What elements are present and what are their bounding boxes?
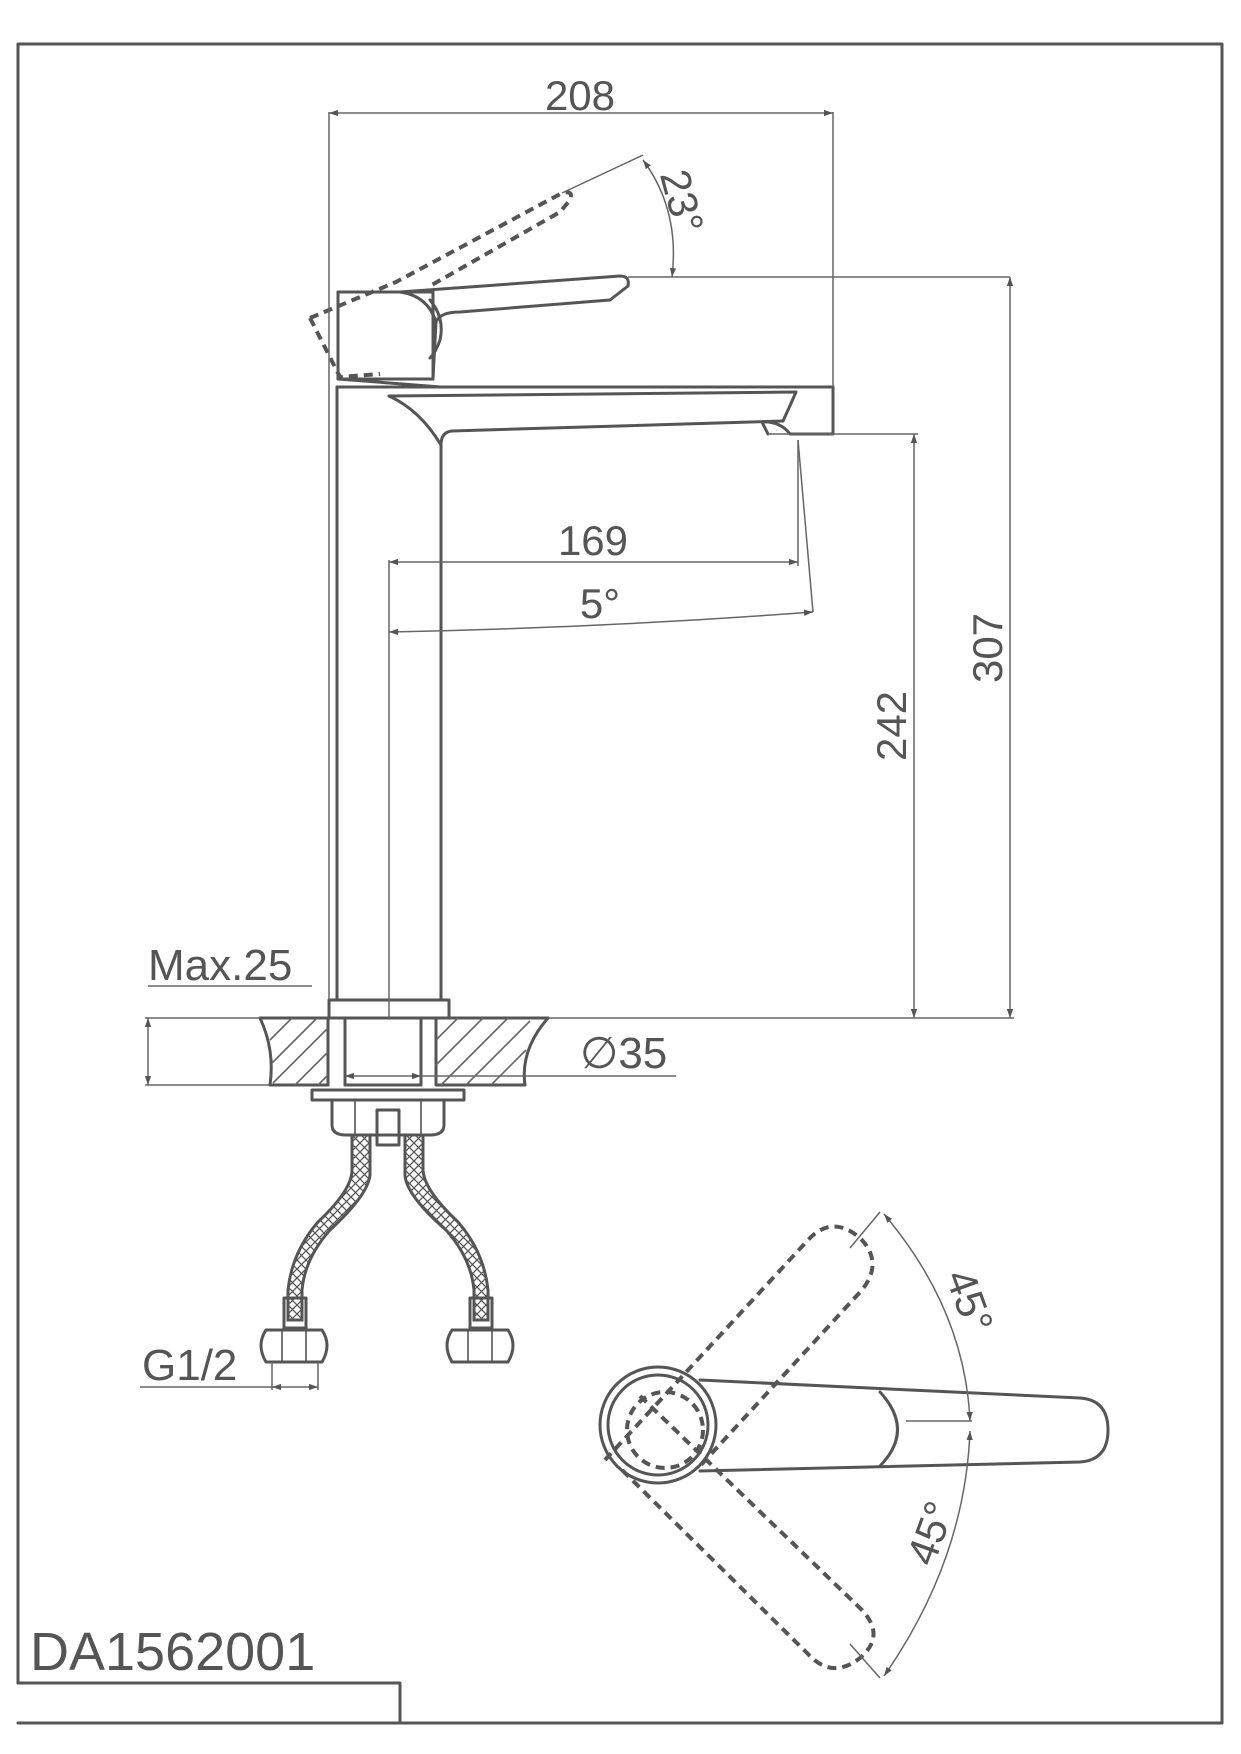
counter-right	[434, 1016, 550, 1087]
hose-right	[403, 1133, 490, 1322]
spout-curve	[387, 394, 443, 447]
top-inner-circle	[606, 1373, 710, 1477]
top-base-circle	[598, 1365, 718, 1485]
dim-length-label: 208	[545, 72, 615, 119]
dim-spout-height-label: 242	[868, 691, 915, 761]
dim-handle-angle-label: 23°	[651, 164, 713, 238]
countertop-section	[258, 1016, 550, 1147]
top-handle-edge	[878, 1390, 899, 1468]
hex-nut-left	[259, 1328, 329, 1364]
spout-inner-line	[387, 390, 798, 423]
raised-handle-outline	[309, 190, 573, 320]
dim-height-label: 307	[964, 613, 1011, 683]
top-dashed-circle	[625, 1390, 705, 1470]
ferrule-left	[282, 1296, 308, 1330]
drawing-frame	[16, 42, 1224, 1725]
dim-rotation-right-label: 45°	[897, 1495, 963, 1571]
faucet-top-view: 45° 45°	[598, 1211, 1110, 1679]
dim-max-thickness-label: Max.25	[148, 941, 292, 990]
handle-joint	[336, 377, 443, 389]
center-rod	[375, 1108, 401, 1147]
handle-base	[336, 290, 435, 381]
faucet-body	[335, 385, 785, 1002]
ferrule-right	[468, 1296, 494, 1330]
hex-nut-right	[445, 1328, 515, 1364]
handle-base-curve	[336, 290, 438, 381]
aerator	[760, 420, 770, 436]
rotated-handle-upper	[603, 1224, 875, 1468]
flexible-hoses	[259, 1133, 515, 1364]
lock-nut	[330, 1098, 446, 1137]
dim-diameter-label: ∅35	[580, 1029, 667, 1078]
title-block: DA1562001	[16, 1622, 402, 1725]
model-number: DA1562001	[30, 1622, 315, 1682]
top-handle	[698, 1378, 1110, 1473]
dim-thread-label: G1/2	[142, 1341, 237, 1390]
dim-reach-label: 169	[558, 517, 628, 564]
lever-handle	[398, 274, 630, 324]
mounting-stud	[343, 1016, 423, 1087]
rotated-handle-lower	[618, 1394, 876, 1671]
raised-handle-base	[308, 317, 381, 380]
hose-left	[286, 1133, 372, 1322]
dim-rotation-left-label: 45°	[937, 1263, 1003, 1339]
handle-knuckle	[428, 298, 443, 360]
dimension-lines: 208 23° 307 242 169 5° Max.25 ∅35	[140, 72, 1014, 1391]
counter-left	[258, 1016, 330, 1087]
dim-spout-angle-label: 5°	[580, 580, 620, 627]
